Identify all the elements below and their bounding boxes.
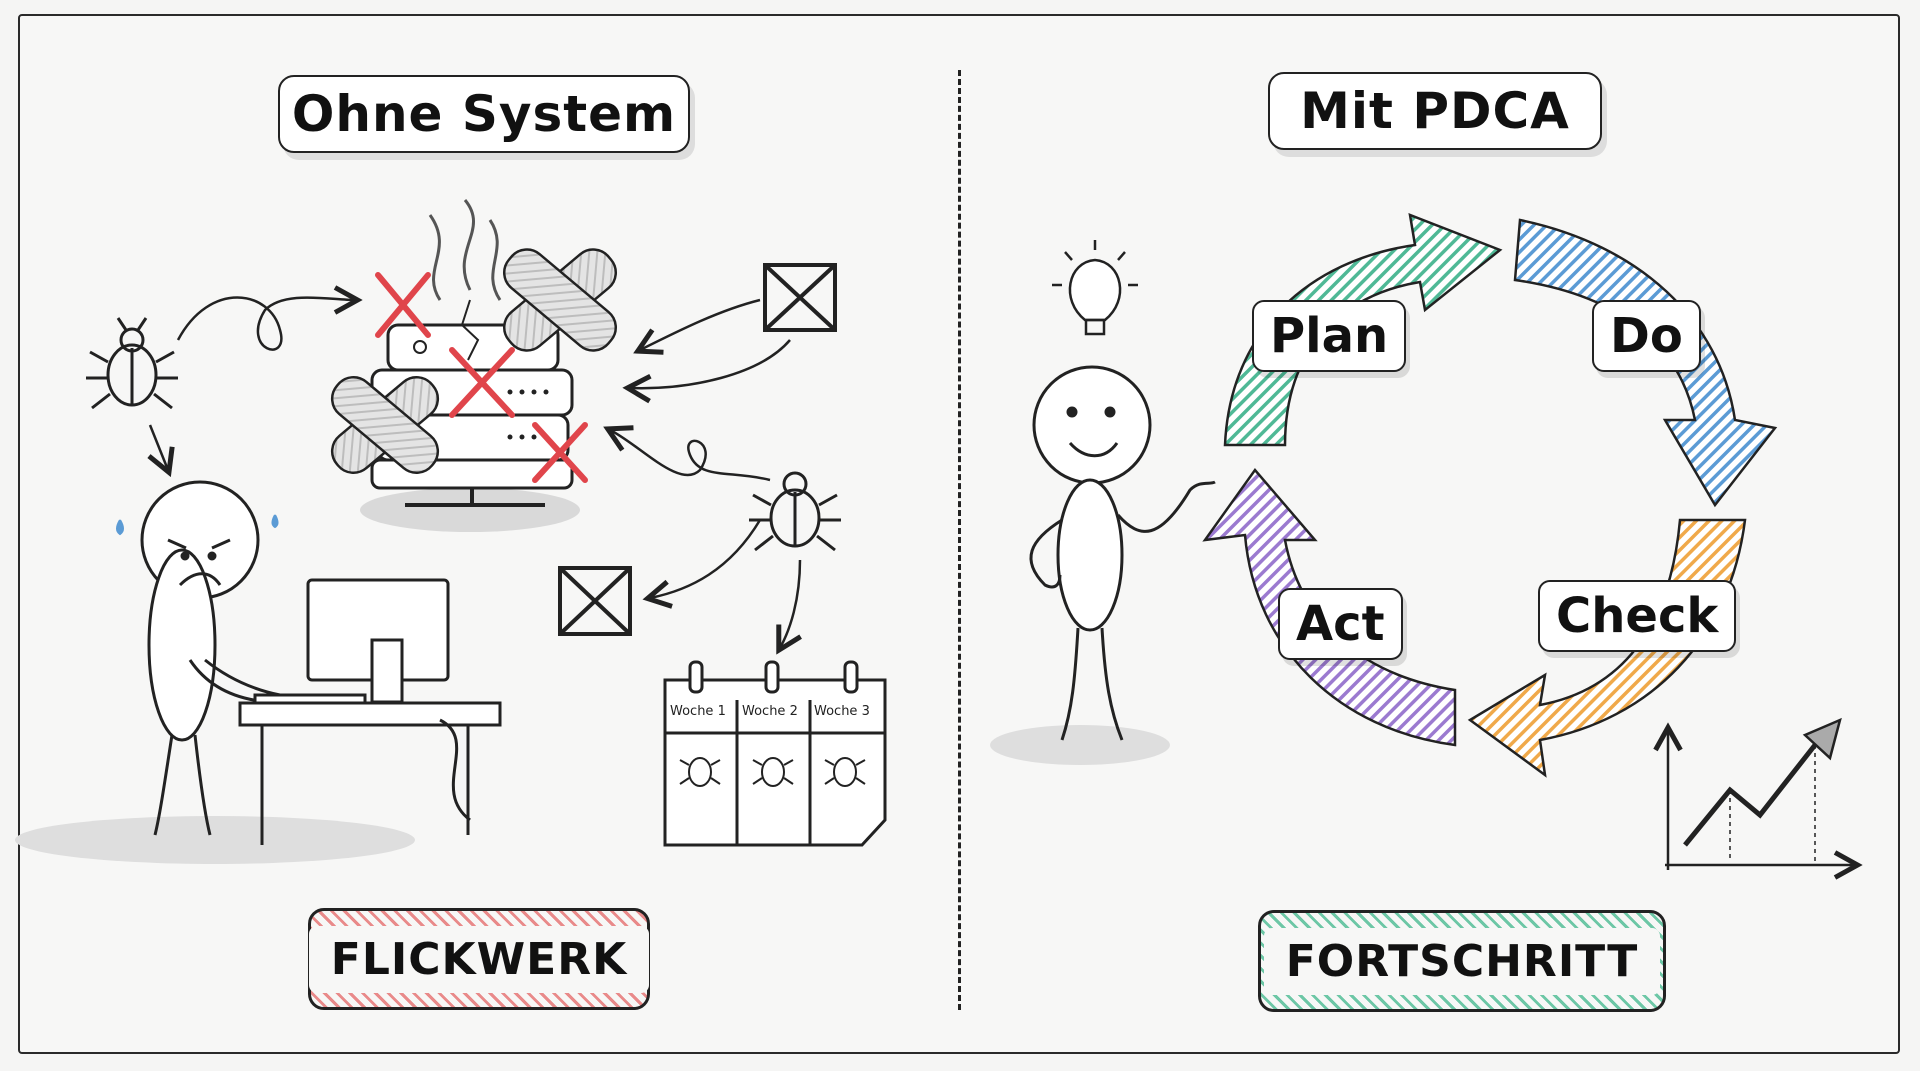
- left-title: Ohne System: [278, 75, 690, 153]
- flickwerk-tag: FLICKWERK: [308, 908, 650, 1010]
- x-mark-icon: [375, 272, 588, 483]
- calendar-week-label: Woche 1: [670, 704, 726, 719]
- stick-figure-frustrated: [15, 480, 415, 864]
- phase-do: Do: [1592, 300, 1701, 372]
- chaos-arrows: [150, 298, 800, 649]
- phase-plan: Plan: [1252, 300, 1407, 372]
- crossed-box-icon: [558, 263, 837, 636]
- right-title: Mit PDCA: [1268, 72, 1602, 150]
- phase-check: Check: [1538, 580, 1737, 652]
- calendar-icon: [663, 660, 887, 847]
- bandage-icon: [330, 375, 440, 475]
- flickwerk-label: FLICKWERK: [308, 925, 650, 993]
- bug-icon: [749, 471, 841, 552]
- act-arrow: [1202, 467, 1457, 747]
- phase-act: Act: [1278, 588, 1403, 660]
- center-divider: [958, 70, 961, 1010]
- fortschritt-tag: FORTSCHRITT: [1258, 910, 1666, 1012]
- bandage-icon: [502, 248, 618, 352]
- computer-desk: [238, 578, 502, 845]
- calendar-week-label: Woche 2: [742, 704, 798, 719]
- growth-chart-icon: [1665, 717, 1855, 870]
- left-title-text: Ohne System: [291, 85, 677, 143]
- calendar-week-label: Woche 3: [814, 704, 870, 719]
- bug-icon: [86, 317, 178, 410]
- pdca-cycle: [1202, 213, 1778, 778]
- fortschritt-label: FORTSCHRITT: [1263, 927, 1661, 995]
- lightbulb-icon: [1052, 240, 1138, 336]
- stick-figure-happy: [990, 365, 1216, 765]
- right-title-text: Mit PDCA: [1300, 82, 1570, 140]
